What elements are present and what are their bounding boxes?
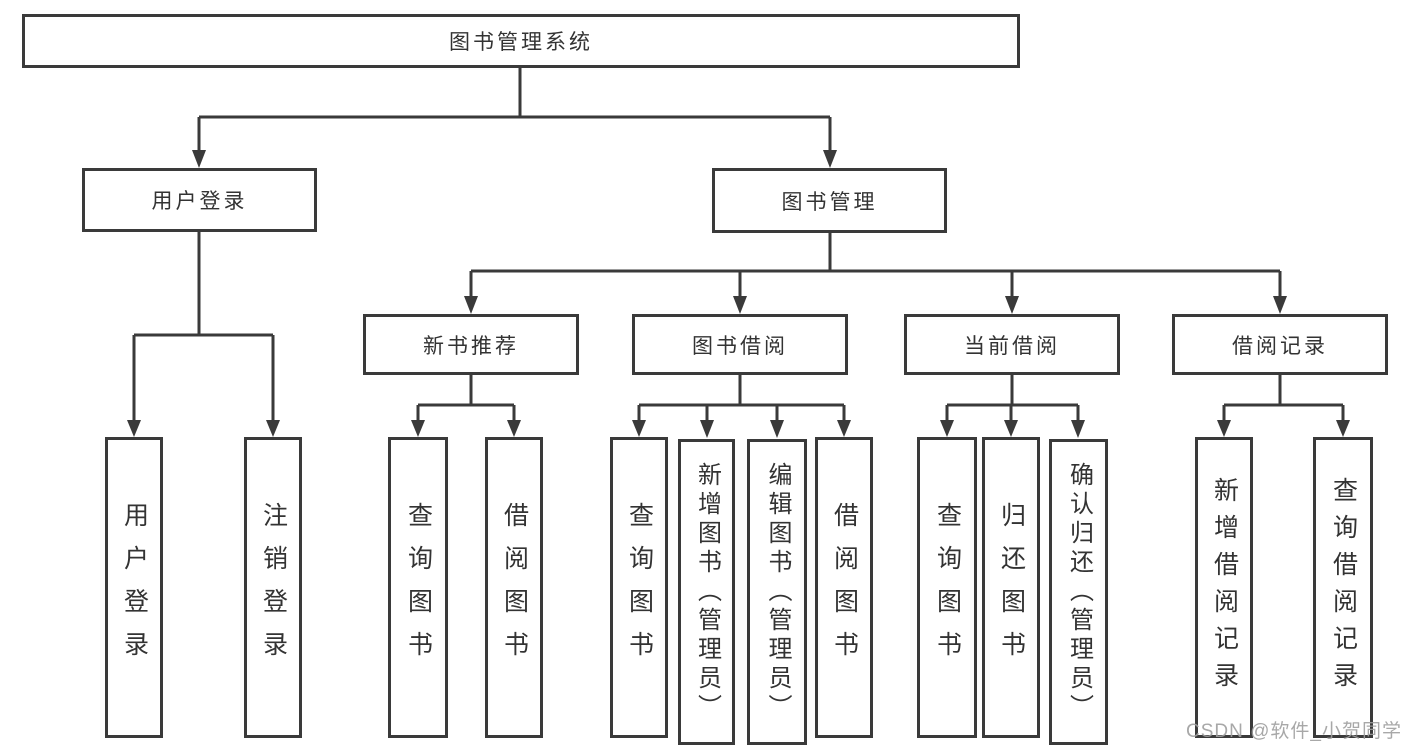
node-label: 新增图书（管理员） [693, 461, 721, 723]
node-leaf-borrow-books-1: 借阅图书 [485, 437, 543, 738]
node-label: 编辑图书（管理员） [764, 461, 791, 723]
node-leaf-query-books-1: 查询图书 [388, 437, 448, 738]
node-new-book-recommend: 新书推荐 [363, 314, 579, 375]
node-leaf-edit-book-admin: 编辑图书（管理员） [747, 439, 807, 745]
node-user-login: 用户登录 [82, 168, 317, 232]
node-current-borrow: 当前借阅 [904, 314, 1120, 375]
node-leaf-return-book: 归还图书 [982, 437, 1040, 738]
node-leaf-add-book-admin: 新增图书（管理员） [678, 439, 735, 745]
node-borrow-records: 借阅记录 [1172, 314, 1388, 375]
node-label: 查询借阅记录 [1329, 476, 1358, 699]
node-book-borrow: 图书借阅 [632, 314, 848, 375]
node-leaf-add-borrow-record: 新增借阅记录 [1195, 437, 1253, 738]
node-label: 归还图书 [997, 501, 1026, 674]
node-label: 查询图书 [625, 501, 654, 674]
node-root: 图书管理系统 [22, 14, 1020, 68]
node-label: 借阅图书 [500, 501, 529, 674]
node-leaf-query-books-3: 查询图书 [917, 437, 977, 738]
node-label: 注销登录 [259, 501, 288, 674]
node-label: 当前借阅 [964, 334, 1060, 358]
node-label: 图书借阅 [692, 334, 788, 358]
node-label: 新书推荐 [423, 334, 519, 358]
node-label: 查询图书 [404, 501, 433, 674]
node-label: 查询图书 [933, 501, 962, 674]
node-leaf-query-books-2: 查询图书 [610, 437, 668, 738]
watermark: CSDN @软件_小贺同学 [1186, 721, 1402, 742]
node-leaf-confirm-return-admin: 确认归还（管理员） [1049, 439, 1108, 745]
node-label: 用户登录 [151, 190, 248, 213]
node-label: 借阅记录 [1232, 334, 1328, 358]
node-leaf-query-borrow-record: 查询借阅记录 [1313, 437, 1373, 738]
node-label: 图书管理 [781, 190, 878, 214]
node-label: 图书管理系统 [449, 31, 593, 54]
node-label: 用户登录 [120, 501, 149, 674]
node-label: 确认归还（管理员） [1065, 461, 1093, 723]
node-label: 借阅图书 [830, 501, 859, 674]
node-leaf-logout: 注销登录 [244, 437, 302, 738]
node-label: 新增借阅记录 [1210, 476, 1239, 699]
node-leaf-user-login: 用户登录 [105, 437, 163, 738]
node-book-management: 图书管理 [712, 168, 947, 233]
node-leaf-borrow-books-2: 借阅图书 [815, 437, 873, 738]
